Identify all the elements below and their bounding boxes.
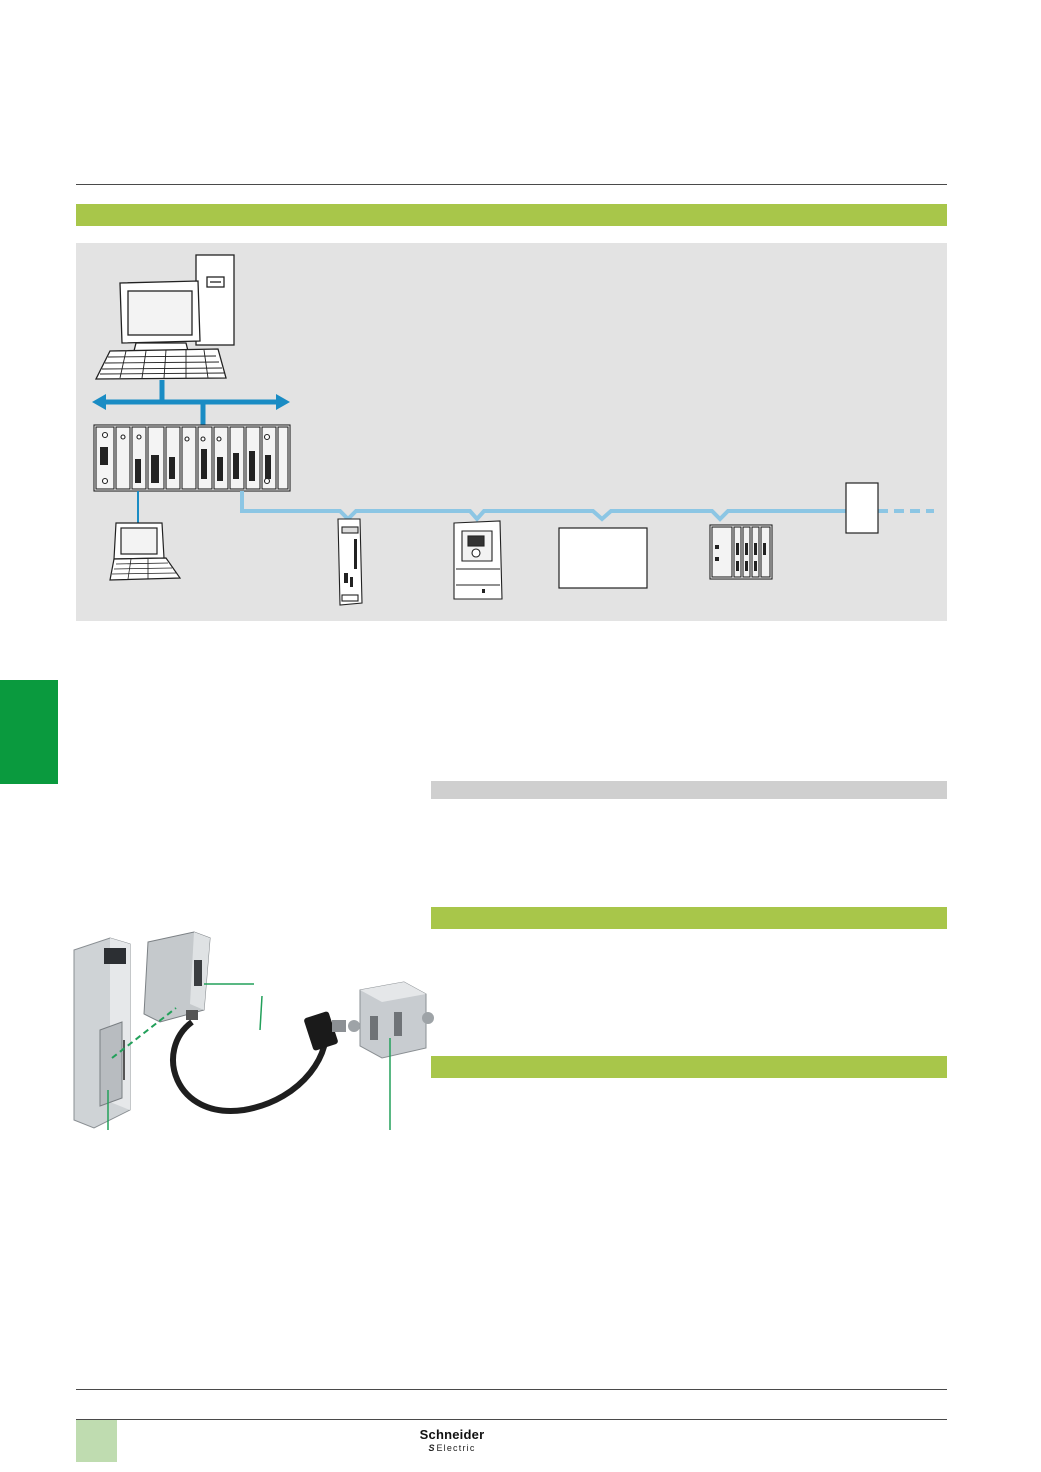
network-architecture-diagram (76, 243, 947, 621)
product-canvas (73, 931, 434, 1130)
page-number-box (76, 1420, 117, 1462)
plc-rack-icon (93, 424, 291, 492)
distributed-io-icon (709, 524, 773, 580)
subsection-bar-1 (431, 907, 947, 929)
footer-rule-top (76, 1389, 947, 1390)
insertion-guide (111, 1007, 177, 1059)
header-rule (76, 184, 947, 185)
logo-sub-text: Electric (436, 1443, 476, 1453)
laptop-icon (109, 522, 182, 581)
drop-cable (170, 1019, 329, 1114)
logo-mark-icon: S (428, 1443, 435, 1453)
cable-connector-icon (304, 1011, 346, 1051)
servo-drive-icon (337, 518, 363, 606)
subsection-bar-2 (431, 1056, 947, 1078)
ethernet-backbone (92, 380, 290, 425)
desktop-computer-icon (94, 254, 235, 380)
generic-device-icon (558, 527, 648, 589)
section-title-bar (76, 204, 947, 226)
communication-module-icon (143, 931, 211, 1023)
section-tab (0, 680, 58, 784)
fieldbus-line (240, 491, 934, 523)
product-illustration (64, 930, 434, 1140)
footer-rule-bottom (76, 1419, 947, 1420)
subsection-bar-gray (431, 781, 947, 799)
diagram-canvas (92, 254, 934, 606)
callout-lines (107, 983, 391, 1130)
variable-speed-drive-icon (453, 520, 503, 600)
tap-junction-box-icon (348, 981, 434, 1059)
processor-module-icon (73, 937, 131, 1129)
logo-brand-name: Schneider (419, 1427, 485, 1442)
line-terminator-icon (845, 482, 879, 534)
